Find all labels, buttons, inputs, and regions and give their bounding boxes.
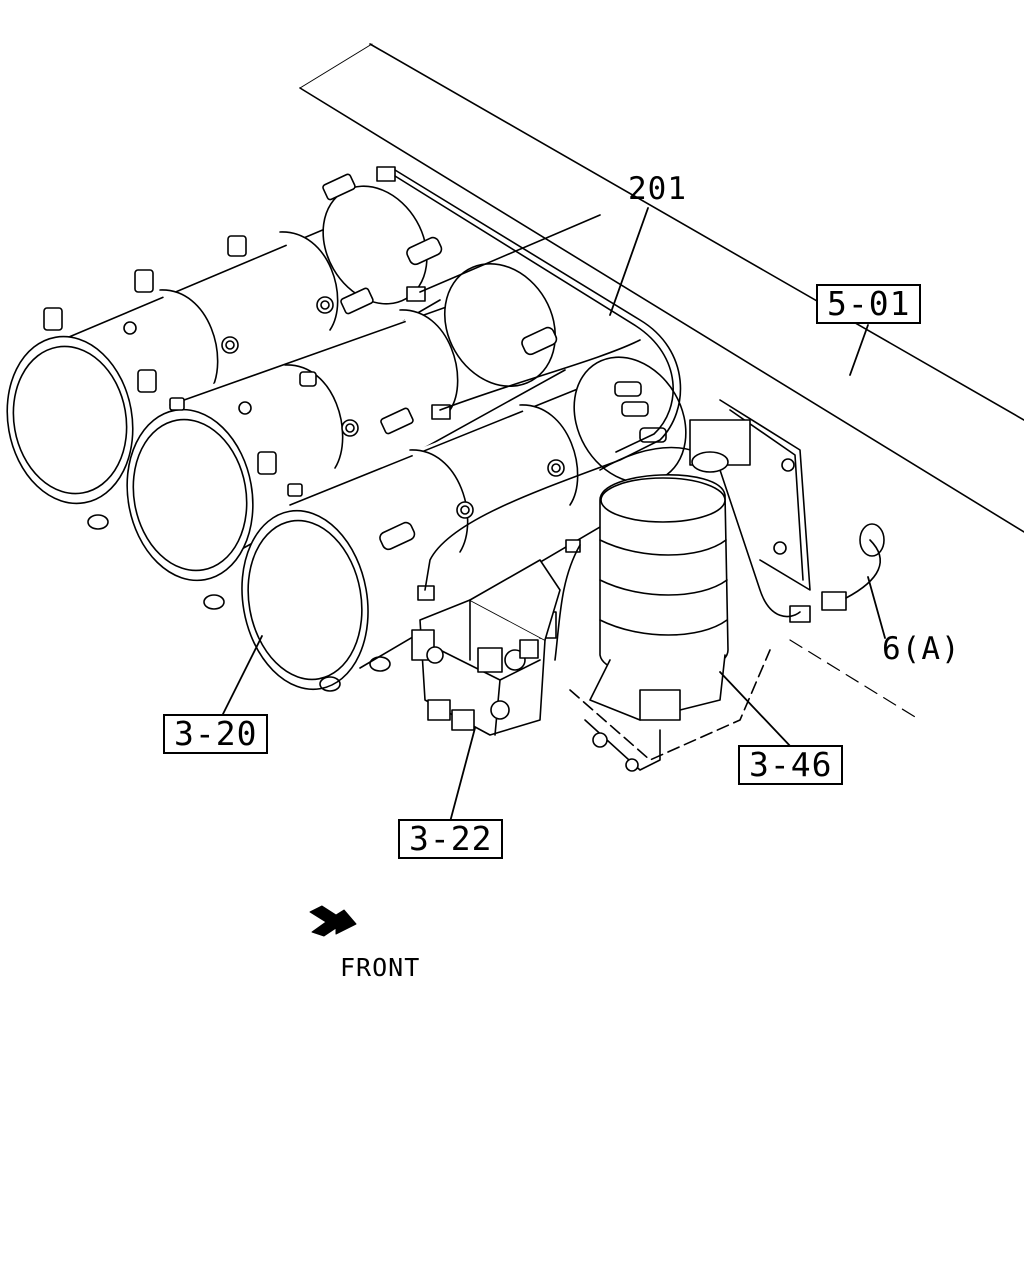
callout-3-46: 3-46	[738, 745, 844, 785]
air-tank-front	[241, 356, 687, 691]
air-tank-middle	[126, 262, 570, 582]
protection-valve	[411, 559, 561, 736]
harness-clips	[376, 166, 847, 623]
tank-fittings	[43, 173, 667, 551]
callout-201: 201	[628, 171, 687, 207]
frame-rail	[299, 43, 1024, 721]
callout-5-01: 5-01	[816, 284, 922, 324]
arrow-icon	[309, 905, 357, 937]
front-label: FRONT	[340, 953, 421, 982]
wiring-harness	[394, 169, 885, 661]
callout-6a: 6(A)	[882, 631, 961, 667]
air-dryer	[569, 474, 771, 772]
leader-lines	[221, 207, 886, 823]
callout-3-22: 3-22	[398, 819, 504, 859]
dryer-bracket	[689, 399, 811, 591]
callout-3-20: 3-20	[163, 714, 269, 754]
air-tank-rear	[6, 185, 450, 505]
drain-rings	[87, 514, 391, 692]
